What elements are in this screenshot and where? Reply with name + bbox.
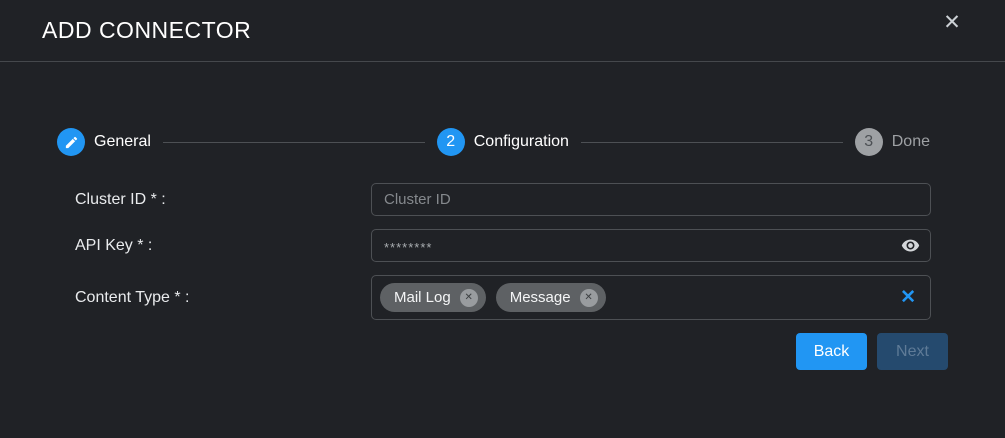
next-button[interactable]: Next [877, 333, 948, 370]
back-button[interactable]: Back [796, 333, 867, 370]
cluster-id-input[interactable] [371, 183, 931, 216]
step-done: 3 Done [854, 128, 930, 156]
cluster-id-row: Cluster ID * : [0, 183, 1005, 216]
content-type-row: Content Type * : Mail Log ✕ Message ✕ ✕ [0, 275, 1005, 320]
step-general-circle [57, 128, 85, 156]
cluster-id-label: Cluster ID * : [75, 190, 166, 208]
chip-remove-icon[interactable]: ✕ [579, 288, 598, 307]
chip-label: Message [509, 289, 571, 306]
api-key-row: API Key * : [0, 229, 1005, 262]
step-done-label: Done [891, 133, 930, 150]
chip-message: Message ✕ [495, 283, 606, 312]
close-icon[interactable]: ✕ [937, 8, 967, 38]
step-general[interactable]: General [57, 128, 151, 156]
step-done-circle: 3 [854, 128, 883, 156]
step-configuration[interactable]: 2 Configuration [436, 128, 569, 156]
show-password-button[interactable] [898, 234, 922, 258]
dialog-header: ADD CONNECTOR [0, 0, 1005, 62]
stepper-connector [162, 141, 425, 143]
api-key-input[interactable] [371, 229, 931, 262]
step-general-label: General [94, 133, 151, 150]
chip-label: Mail Log [394, 289, 451, 306]
step-configuration-circle: 2 [436, 128, 465, 156]
dialog-footer: Back Next [0, 333, 1005, 370]
wizard-stepper: General 2 Configuration 3 Done [57, 128, 930, 156]
step-configuration-label: Configuration [473, 133, 569, 150]
api-key-label: API Key * : [75, 236, 153, 254]
content-type-label: Content Type * : [75, 288, 190, 306]
clear-selection-icon[interactable]: ✕ [900, 287, 916, 308]
pencil-edit-icon [65, 136, 77, 148]
chip-mail-log: Mail Log ✕ [380, 283, 486, 312]
configuration-form: Cluster ID * : API Key * : Content Type … [0, 183, 1005, 370]
eye-icon [901, 239, 919, 252]
dialog-title: ADD CONNECTOR [42, 17, 252, 43]
stepper-connector [580, 141, 843, 143]
chip-remove-icon[interactable]: ✕ [459, 288, 478, 307]
content-type-input[interactable]: Mail Log ✕ Message ✕ ✕ [371, 275, 931, 320]
